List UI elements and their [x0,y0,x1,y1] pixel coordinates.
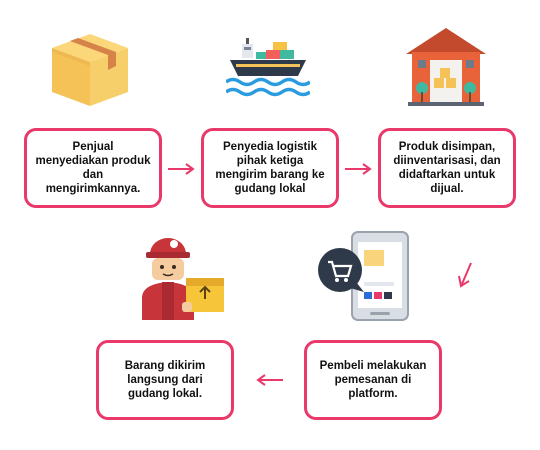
cardboard-box-icon [52,34,128,106]
arrow-logistics-to-warehouse [345,163,372,175]
step-box-delivery: Barang dikirim langsung dari gudang loka… [96,340,234,420]
arrow-warehouse-to-buyer [458,262,472,288]
step-box-buyer: Pembeli melakukan pemesanan di platform. [304,340,442,420]
step-text-seller: Penjual menyediakan produk dan mengirimk… [35,141,151,195]
arrow-buyer-to-delivery [256,374,283,386]
courier-icon [142,238,224,320]
mobile-shopping-icon [318,231,409,321]
step-text-delivery: Barang dikirim langsung dari gudang loka… [124,360,206,400]
step-text-warehouse: Produk disimpan, diinventarisasi, dan di… [393,141,501,195]
step-box-warehouse: Produk disimpan, diinventarisasi, dan di… [378,128,516,208]
warehouse-icon [406,28,486,106]
step-box-logistics: Penyedia logistik pihak ketiga mengirim … [201,128,339,208]
step-box-seller: Penjual menyediakan produk dan mengirimk… [24,128,162,208]
step-text-logistics: Penyedia logistik pihak ketiga mengirim … [215,141,325,195]
step-text-buyer: Pembeli melakukan pemesanan di platform. [319,360,427,400]
cargo-ship-icon [226,38,310,97]
arrow-seller-to-logistics [168,163,195,175]
